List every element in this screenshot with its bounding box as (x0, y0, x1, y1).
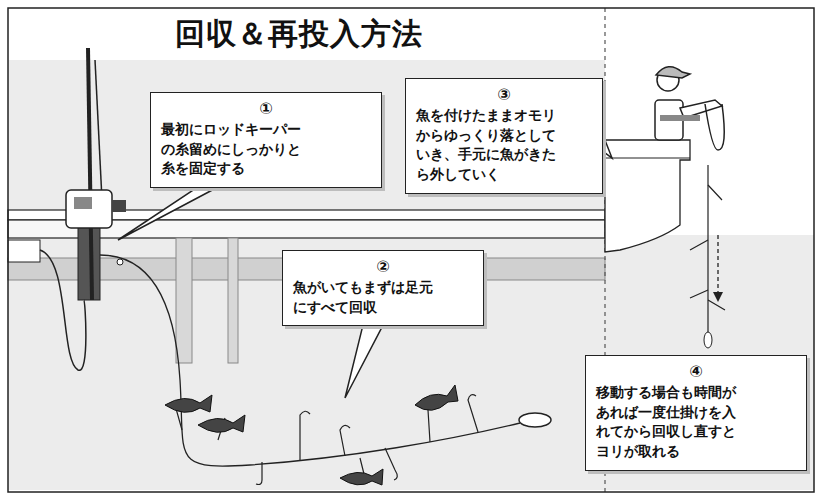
box (8, 240, 40, 262)
frame (8, 8, 814, 492)
pier-edge (605, 158, 690, 159)
sinker (519, 413, 551, 427)
callout-number: ③ (416, 85, 592, 104)
reel (66, 190, 112, 228)
callout-tail (602, 133, 612, 158)
fish (165, 385, 458, 485)
callout-text: 魚がいてもまずは足元 にすべて回収 (293, 278, 473, 317)
callout-text: 魚を付けたままオモリ からゆっくり落として いき、手元に魚がきた ら外していく (416, 106, 592, 184)
callout-number: ② (293, 257, 473, 276)
drop-arrow (717, 235, 718, 295)
callout-box: ③ 魚を付けたままオモリ からゆっくり落として いき、手元に魚がきた ら外していく (405, 78, 603, 194)
rod (88, 48, 92, 300)
pier-post (176, 238, 192, 363)
title: 回収＆再投入方法 (175, 14, 423, 55)
callout-box: ② 魚がいてもまずは足元 にすべて回収 (282, 250, 484, 326)
pier-edge (605, 140, 690, 252)
fishing-line (707, 165, 708, 335)
callout-box: ④ 移動する場合も時間が あれば一度仕掛けを入 れてから回収し直すと ヨリが取れる (585, 355, 807, 471)
arm (660, 115, 700, 121)
branch-lines (690, 185, 725, 310)
callout-tail (118, 187, 218, 240)
reel-handle (112, 200, 126, 212)
drop-arrow (713, 292, 723, 302)
callout-number: ④ (596, 362, 796, 381)
callout-box: ① 最初にロッドキーパー の糸留めにしっかりと 糸を固定する (150, 92, 382, 188)
callout-tail (345, 325, 383, 398)
pier-post (228, 238, 238, 363)
reel-display (74, 197, 92, 209)
cable (40, 250, 86, 370)
sinker (704, 332, 712, 348)
callout-number: ① (161, 99, 371, 118)
rod-line (95, 60, 102, 200)
line-stopper (117, 259, 123, 265)
angler (655, 67, 724, 150)
callout-text: 最初にロッドキーパー の糸留めにしっかりと 糸を固定する (161, 120, 371, 179)
sea (8, 60, 605, 490)
callout-text: 移動する場合も時間が あれば一度仕掛けを入 れてから回収し直すと ヨリが取れる (596, 383, 796, 461)
